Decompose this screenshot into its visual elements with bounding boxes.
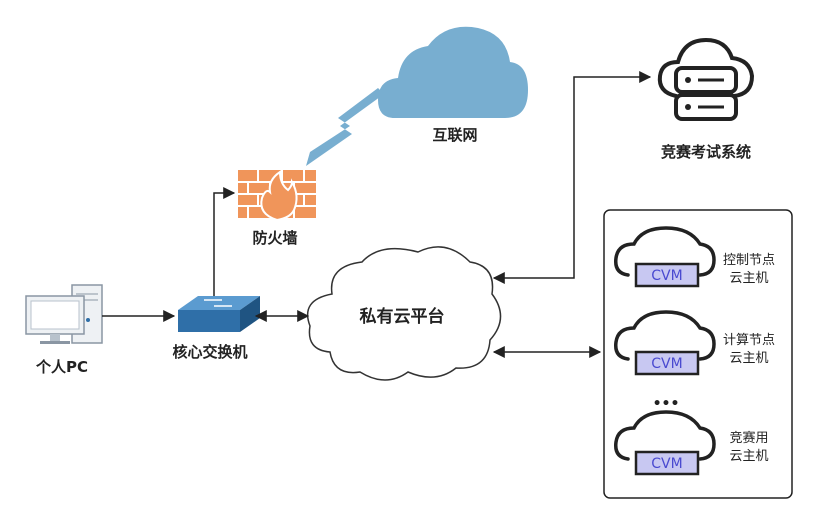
private-cloud-label: 私有云平台 (360, 306, 445, 327)
cloud-exam-link (492, 71, 652, 284)
pc-icon (25, 284, 103, 344)
switch-icon (178, 296, 260, 332)
firewall-icon (238, 170, 316, 222)
vm-name-line1: 控制节点 (723, 253, 775, 268)
lightning-icon (306, 88, 384, 166)
cvm-badge: CVM (651, 268, 682, 284)
vm-name-line2: 云主机 (729, 271, 768, 286)
more-vms-ellipsis: ••• (653, 396, 680, 412)
vm-name-line2: 云主机 (729, 351, 768, 366)
vm-cloud-icon (614, 310, 716, 376)
vm-name-line1: 竞赛用 (729, 430, 768, 446)
firewall-label: 防火墙 (252, 229, 297, 247)
exam-system-label: 竞赛考试系统 (661, 143, 751, 161)
exam-server-icon (657, 37, 755, 121)
vm-cloud-icon (614, 410, 716, 476)
vm-name-line1: 计算节点 (723, 333, 775, 348)
pc-label: 个人PC (35, 358, 88, 376)
vm-name-line2: 云主机 (729, 449, 768, 464)
private-cloud-icon (306, 246, 502, 381)
internet-label: 互联网 (432, 126, 477, 144)
cvm-badge: CVM (651, 456, 682, 472)
internet-cloud-icon (378, 26, 528, 118)
switch-label: 核心交换机 (172, 343, 247, 361)
cvm-badge: CVM (651, 356, 682, 372)
switch-to-firewall-arrow (213, 187, 236, 296)
